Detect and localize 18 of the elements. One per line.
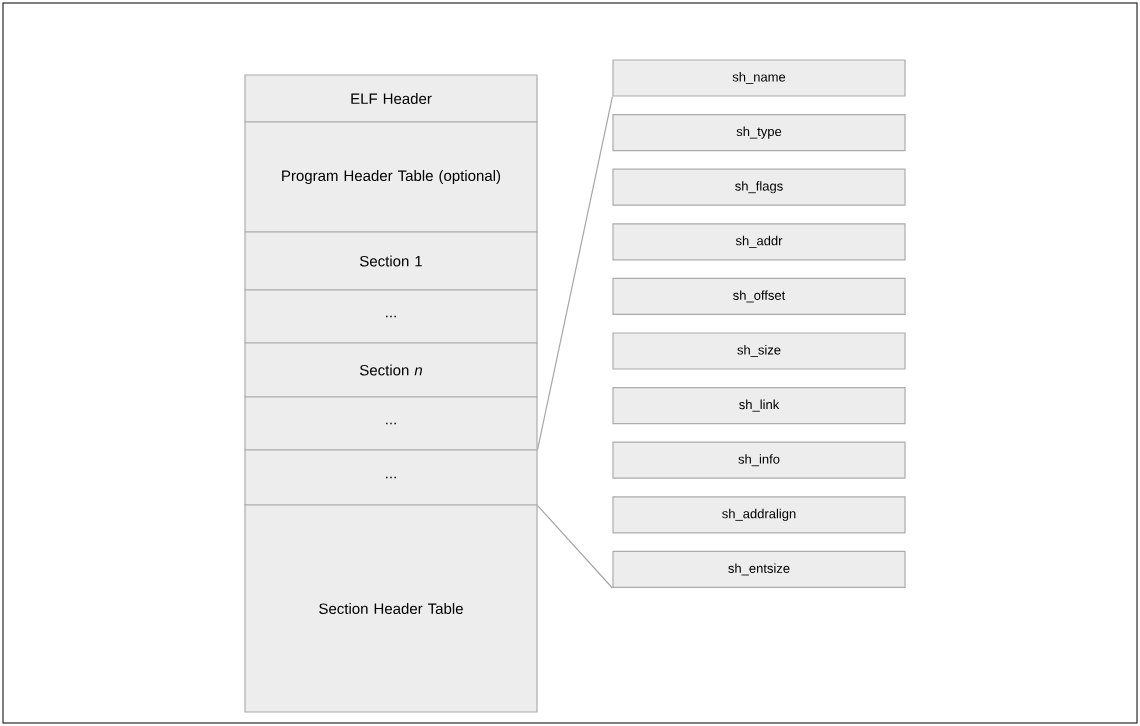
section-header-field: sh_info bbox=[612, 441, 906, 479]
section-header-field: sh_entsize bbox=[612, 550, 906, 588]
file-layout-block: Section n bbox=[244, 342, 538, 398]
section-header-field: sh_offset bbox=[612, 277, 906, 315]
file-layout-block: ... bbox=[244, 449, 538, 506]
section-header-field: sh_addralign bbox=[612, 496, 906, 534]
file-layout-block: ELF Header bbox=[244, 74, 538, 123]
zoom-line bbox=[537, 505, 613, 589]
section-header-field: sh_link bbox=[612, 387, 906, 425]
section-header-field: sh_size bbox=[612, 332, 906, 370]
zoom-line bbox=[537, 96, 613, 450]
file-layout-block: ... bbox=[244, 289, 538, 344]
file-layout-block: Section 1 bbox=[244, 231, 538, 291]
file-layout-block: ... bbox=[244, 396, 538, 451]
section-header-field: sh_type bbox=[612, 114, 906, 152]
section-header-field: sh_name bbox=[612, 59, 906, 97]
section-header-field: sh_flags bbox=[612, 168, 906, 206]
section-header-field: sh_addr bbox=[612, 223, 906, 261]
